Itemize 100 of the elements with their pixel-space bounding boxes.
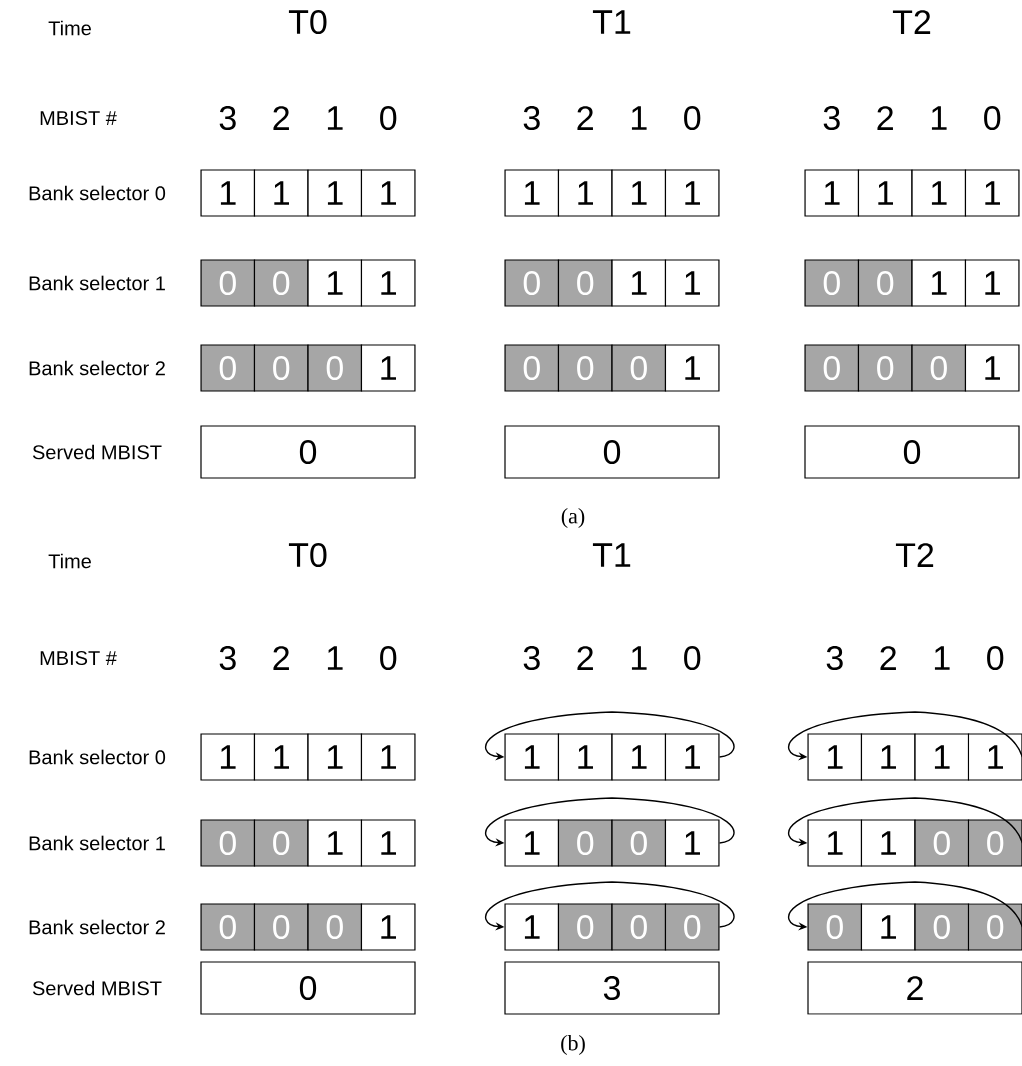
register-cell: 1 bbox=[611, 733, 667, 781]
register-cell: 0 bbox=[504, 344, 560, 392]
row-label: Time bbox=[48, 553, 91, 569]
register-cell: 1 bbox=[611, 169, 667, 217]
register-cell: 1 bbox=[253, 733, 309, 781]
column-number: 1 bbox=[327, 646, 343, 670]
column-number: 2 bbox=[273, 106, 289, 130]
register-cell: 0 bbox=[253, 819, 309, 867]
register-cell: 0 bbox=[253, 903, 309, 951]
column-number: 1 bbox=[931, 106, 947, 130]
register-cell: 1 bbox=[557, 733, 613, 781]
register-cell: 0 bbox=[967, 903, 1022, 951]
register-cell: 1 bbox=[857, 169, 913, 217]
column-number: 0 bbox=[684, 105, 701, 131]
column-number: 1 bbox=[934, 646, 950, 670]
column-number: 3 bbox=[219, 105, 236, 131]
row-label: Bank selector 2 bbox=[29, 919, 165, 935]
register-cell: 1 bbox=[200, 733, 256, 781]
register-cell: 0 bbox=[664, 903, 720, 951]
register-cell: 0 bbox=[200, 259, 256, 307]
column-number: 0 bbox=[987, 645, 1004, 671]
register-cell: 1 bbox=[504, 819, 560, 867]
row-label: Served MBIST bbox=[32, 980, 162, 996]
register-cell: 0 bbox=[557, 903, 613, 951]
register-cell: 1 bbox=[860, 819, 916, 867]
register-cell: 1 bbox=[360, 259, 416, 307]
column-number: 0 bbox=[984, 105, 1001, 131]
register-cell: 1 bbox=[964, 344, 1020, 392]
column-number: 2 bbox=[577, 106, 593, 130]
column-number: 2 bbox=[577, 646, 593, 670]
register-cell: 1 bbox=[664, 733, 720, 781]
register-cell: 0 bbox=[914, 819, 970, 867]
register-cell: 0 bbox=[557, 259, 613, 307]
column-number: 3 bbox=[523, 645, 540, 671]
time-heading: T0 bbox=[288, 9, 327, 35]
register-cell: 1 bbox=[664, 169, 720, 217]
row-label: MBIST # bbox=[40, 110, 117, 126]
column-number: 1 bbox=[631, 106, 647, 130]
time-heading: T0 bbox=[288, 542, 327, 568]
register-cell: 1 bbox=[807, 819, 863, 867]
register-cell: 1 bbox=[307, 733, 363, 781]
register-cell: 0 bbox=[307, 903, 363, 951]
register-cell: 1 bbox=[307, 169, 363, 217]
column-number: 2 bbox=[880, 646, 896, 670]
column-number: 0 bbox=[684, 645, 701, 671]
column-number: 2 bbox=[273, 646, 289, 670]
register-cell: 0 bbox=[200, 903, 256, 951]
time-heading: T1 bbox=[592, 543, 631, 567]
served-box: 3 bbox=[504, 961, 720, 1015]
time-heading: T1 bbox=[592, 10, 631, 34]
column-number: 3 bbox=[826, 645, 843, 671]
register-cell: 0 bbox=[804, 259, 860, 307]
time-heading: T2 bbox=[892, 10, 931, 34]
register-cell: 1 bbox=[664, 819, 720, 867]
row-label: Bank selector 0 bbox=[29, 185, 166, 201]
register-cell: 0 bbox=[253, 344, 309, 392]
register-cell: 1 bbox=[504, 169, 560, 217]
register-cell: 0 bbox=[857, 344, 913, 392]
row-label: Bank selector 2 bbox=[29, 360, 165, 376]
row-label: Time bbox=[48, 20, 91, 36]
register-cell: 1 bbox=[307, 819, 363, 867]
register-cell: 1 bbox=[360, 903, 416, 951]
column-number: 3 bbox=[523, 105, 540, 131]
register-cell: 1 bbox=[807, 733, 863, 781]
register-cell: 1 bbox=[664, 344, 720, 392]
register-cell: 0 bbox=[807, 903, 863, 951]
register-cell: 1 bbox=[804, 169, 860, 217]
served-box: 0 bbox=[200, 425, 416, 479]
column-number: 1 bbox=[327, 106, 343, 130]
time-heading: T2 bbox=[895, 543, 934, 567]
column-number: 3 bbox=[823, 105, 840, 131]
row-label: Bank selector 0 bbox=[29, 749, 166, 765]
register-cell: 0 bbox=[611, 819, 667, 867]
served-box: 0 bbox=[504, 425, 720, 479]
register-cell: 1 bbox=[911, 169, 967, 217]
row-label: Bank selector 1 bbox=[29, 275, 165, 291]
register-cell: 1 bbox=[914, 733, 970, 781]
served-box: 0 bbox=[804, 425, 1020, 479]
register-cell: 0 bbox=[914, 903, 970, 951]
served-box: 0 bbox=[200, 961, 416, 1015]
register-cell: 0 bbox=[253, 259, 309, 307]
register-cell: 0 bbox=[200, 344, 256, 392]
register-cell: 1 bbox=[860, 903, 916, 951]
register-cell: 0 bbox=[611, 344, 667, 392]
register-cell: 1 bbox=[911, 259, 967, 307]
register-cell: 1 bbox=[504, 903, 560, 951]
register-cell: 0 bbox=[857, 259, 913, 307]
register-cell: 1 bbox=[860, 733, 916, 781]
register-cell: 1 bbox=[504, 733, 560, 781]
register-cell: 1 bbox=[964, 169, 1020, 217]
row-label: MBIST # bbox=[40, 650, 117, 666]
register-cell: 1 bbox=[611, 259, 667, 307]
register-cell: 0 bbox=[911, 344, 967, 392]
column-number: 3 bbox=[219, 645, 236, 671]
register-cell: 0 bbox=[557, 344, 613, 392]
register-cell: 1 bbox=[967, 733, 1022, 781]
register-cell: 1 bbox=[360, 733, 416, 781]
register-cell: 1 bbox=[360, 169, 416, 217]
register-cell: 0 bbox=[557, 819, 613, 867]
register-cell: 1 bbox=[360, 819, 416, 867]
